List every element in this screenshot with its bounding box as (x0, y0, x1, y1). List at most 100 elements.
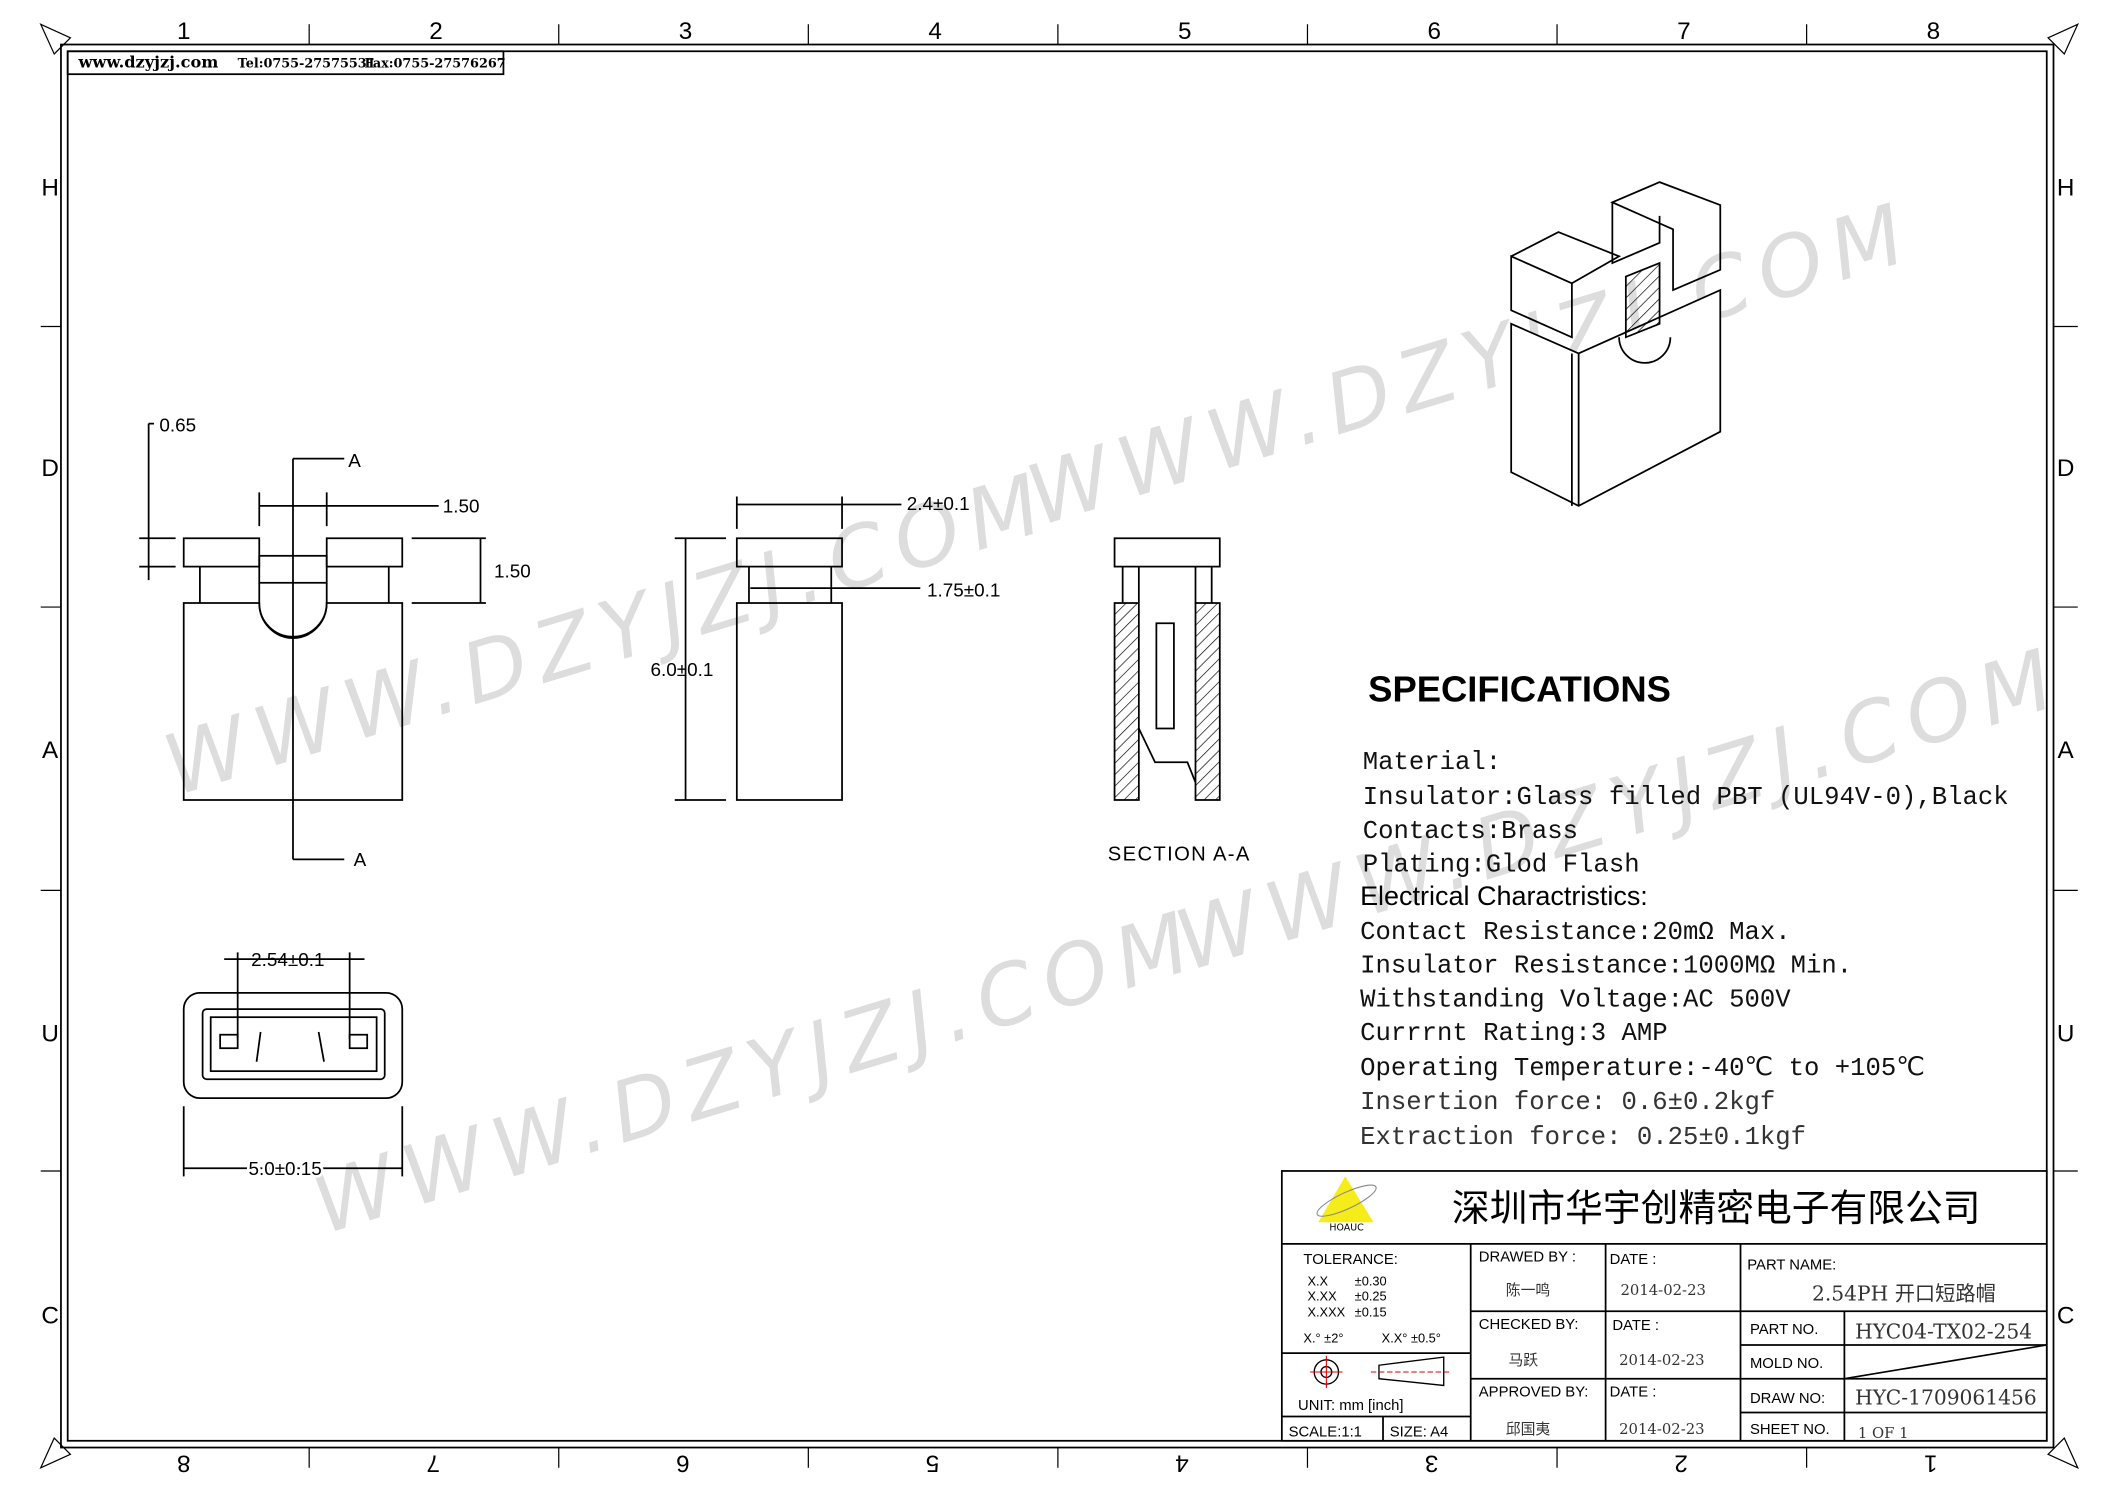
spec-insulator-resistance: Insulator Resistance:1000MΩ Min. (1360, 952, 1852, 981)
specs-title: SPECIFICATIONS (1368, 669, 1671, 710)
section-view (1113, 537, 1221, 801)
zone-right-h: H (2057, 175, 2075, 202)
zone-bottom-2: 2 (1674, 1450, 1688, 1477)
zone-left-a: A (42, 737, 59, 764)
bottom-view (182, 952, 404, 1177)
date-label-1: DATE : (1610, 1252, 1657, 1268)
angle-tol-2: X.X° ±0.5° (1382, 1330, 1441, 1345)
spec-electrical-heading: Electrical Charactristics: (1360, 881, 1648, 911)
tol-xxx-value: ±0.25 (1355, 1288, 1387, 1303)
section-label: SECTION A-A (1108, 844, 1251, 866)
zone-bottom-6: 6 (676, 1450, 690, 1477)
zone-right-u: U (2057, 1020, 2075, 1047)
spec-withstanding-voltage: Withstanding Voltage:AC 500V (1360, 985, 1791, 1014)
spec-contact-resistance: Contact Resistance:20mΩ Max. (1360, 918, 1791, 947)
title-block: HOAUC 深圳市华宇创精密电子有限公司 TOLERANCE: X.X ±0.3… (1280, 1170, 2048, 1442)
dim-1-50-width: 1.50 (443, 497, 480, 518)
dim-6-0: 6.0±0.1 (650, 660, 713, 681)
size-text: SIZE: A4 (1390, 1425, 1449, 1441)
zone-right-d: D (2057, 455, 2075, 482)
tol-xxx: X.XX (1307, 1288, 1337, 1303)
zone-top-8: 8 (1927, 18, 1941, 45)
date-label-3: DATE : (1610, 1384, 1657, 1400)
company-name: 深圳市华宇创精密电子有限公司 (1452, 1186, 1981, 1230)
checked-by-name: 马跃 (1508, 1352, 1538, 1369)
front-view-dims: 0.65 A A 1.50 1.50 (159, 416, 530, 871)
zone-left-d: D (41, 455, 59, 482)
watermark-text-2: WWW.DZYJZJ.COM (1016, 182, 1926, 545)
zone-ticks (40, 24, 2078, 1468)
corner-marks (39, 23, 2079, 1469)
part-name-label: PART NAME: (1747, 1257, 1836, 1273)
tol-xx-value: ±0.30 (1355, 1274, 1387, 1289)
zone-right-a: A (2058, 737, 2075, 764)
checked-date: 2014-02-23 (1619, 1352, 1705, 1369)
zone-bottom-3: 3 (1425, 1450, 1439, 1477)
projection-symbol-icon (1310, 1355, 1452, 1389)
zone-bottom-8: 8 (177, 1450, 191, 1477)
sheet-no-label: SHEET NO. (1750, 1422, 1830, 1438)
zone-labels: 1 2 3 4 5 6 7 8 8 7 6 5 4 3 2 1 H D A U … (41, 18, 2074, 1477)
sheet-no-value: 1 OF 1 (1858, 1425, 1909, 1442)
spec-insertion-force: Insertion force: 0.6±0.2kgf (1360, 1088, 1775, 1117)
zone-bottom-5: 5 (926, 1450, 940, 1477)
tol-xxxx: X.XXX (1307, 1305, 1345, 1320)
inner-frame (66, 50, 2048, 1442)
tolerance-label: TOLERANCE: (1303, 1252, 1398, 1268)
zone-top-1: 1 (177, 18, 190, 45)
part-no-label: PART NO. (1750, 1322, 1818, 1338)
zone-top-3: 3 (679, 18, 693, 45)
fax-text: Fax:0755-27576267 (364, 56, 505, 71)
tel-text: Tel:0755-27575531 (238, 56, 376, 71)
drawed-date: 2014-02-23 (1620, 1282, 1706, 1299)
dim-0-65: 0.65 (159, 416, 196, 437)
spec-plating: Plating:Glod Flash (1363, 850, 1640, 879)
approved-by-label: APPROVED BY: (1479, 1384, 1589, 1400)
spec-contacts: Contacts:Brass (1363, 817, 1578, 846)
drawed-by-name: 陈一鸣 (1506, 1281, 1551, 1299)
zone-left-h: H (41, 175, 59, 202)
watermark: WWW.DZYJZJ.COM WWW.DZYJZJ.COM WWW.DZYJZJ… (153, 182, 2074, 1253)
spec-extraction-force: Extraction force: 0.25±0.1kgf (1360, 1123, 1806, 1152)
date-label-2: DATE : (1612, 1318, 1659, 1334)
zone-top-4: 4 (928, 18, 942, 45)
drawed-by-label: DRAWED BY : (1479, 1249, 1576, 1265)
spec-material-heading: Material: (1363, 748, 1501, 777)
tol-xxxx-value: ±0.15 (1355, 1305, 1387, 1320)
isometric-view (1510, 181, 1722, 507)
zone-bottom-4: 4 (1175, 1450, 1189, 1477)
zone-top-2: 2 (429, 18, 442, 45)
angle-tol-1: X.° ±2° (1303, 1330, 1343, 1345)
watermark-text-3: WWW.DZYJZJ.COM (301, 890, 1211, 1253)
company-logo: HOAUC (1316, 1176, 1377, 1233)
side-view (674, 496, 921, 801)
dim-1-75: 1.75±0.1 (927, 580, 1000, 601)
logo-brand: HOAUC (1329, 1222, 1364, 1233)
approved-date: 2014-02-23 (1619, 1421, 1705, 1438)
zone-top-5: 5 (1178, 18, 1192, 45)
draw-no-label: DRAW NO: (1750, 1391, 1825, 1407)
checked-by-label: CHECKED BY: (1479, 1317, 1579, 1333)
side-view-dims: 2.4±0.1 1.75±0.1 6.0±0.1 (650, 494, 1000, 681)
tol-xx: X.X (1307, 1274, 1328, 1289)
front-view (139, 422, 486, 861)
dim-2-54: 2.54±0.1 (251, 950, 324, 971)
approved-by-name: 邱国夷 (1506, 1421, 1551, 1438)
zone-right-c: C (2057, 1302, 2075, 1329)
dim-2-4: 2.4±0.1 (907, 494, 970, 515)
dim-1-50-height: 1.50 (494, 561, 531, 582)
zone-bottom-7: 7 (427, 1450, 441, 1477)
mold-no-label: MOLD NO. (1750, 1356, 1823, 1372)
zone-left-u: U (41, 1020, 59, 1047)
part-no-value: HYC04-TX02-254 (1855, 1319, 2032, 1343)
scale-text: SCALE:1:1 (1289, 1425, 1362, 1441)
website-text: www.dzyjzj.com (77, 52, 218, 71)
header-box (66, 50, 505, 76)
dim-5-0: 5.0±0.15 (248, 1159, 321, 1180)
part-name-value: 2.54PH 开口短路帽 (1812, 1281, 1996, 1305)
specifications: SPECIFICATIONS Material: Insulator:Glass… (1360, 669, 2009, 1152)
spec-current-rating: Currrnt Rating:3 AMP (1360, 1019, 1668, 1048)
unit-text: UNIT: mm [inch] (1298, 1398, 1403, 1414)
section-mark-top: A (348, 451, 361, 472)
